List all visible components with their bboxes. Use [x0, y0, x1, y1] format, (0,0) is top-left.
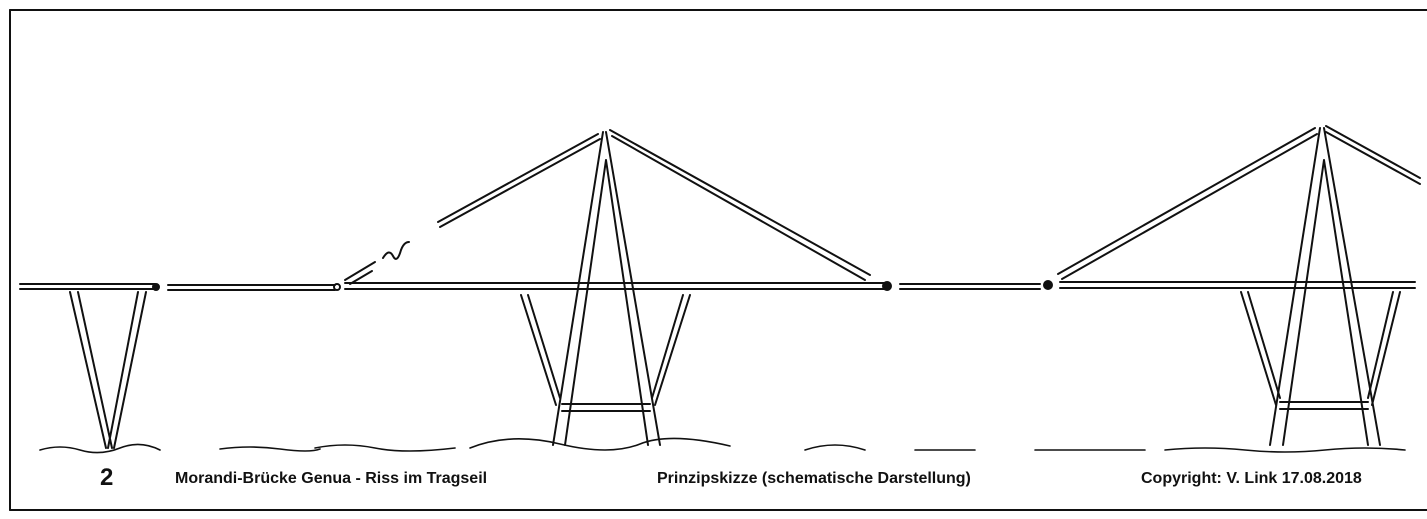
crack: [382, 241, 410, 260]
v-pier-left: [69, 291, 147, 449]
tower-2: [1057, 125, 1421, 446]
figure-subtitle: Prinzipskizze (schematische Darstellung): [657, 470, 971, 487]
figure-title: Morandi-Brücke Genua - Riss im Tragseil: [175, 470, 488, 487]
figure-number: 2: [100, 464, 114, 491]
frame: [9, 9, 1427, 511]
copyright-note: Copyright: V. Link 17.08.2018: [1141, 470, 1362, 487]
stay-broken: [437, 133, 601, 228]
tower-1: [344, 129, 871, 446]
deck: [19, 280, 1416, 291]
ground: [39, 437, 1406, 454]
